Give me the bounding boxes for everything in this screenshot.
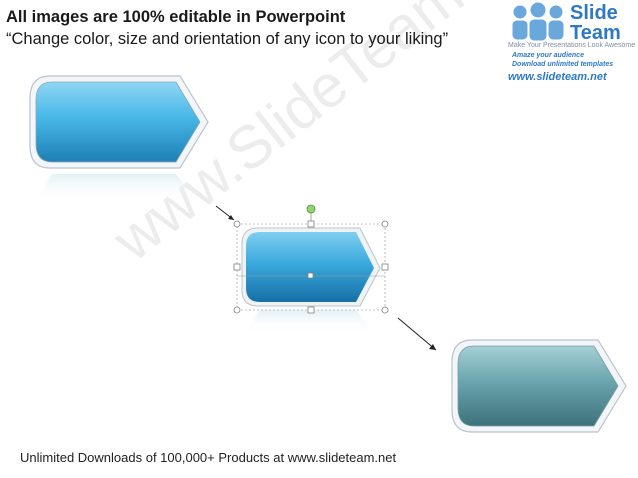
- logo-line-amaze: Amaze your audience: [512, 52, 584, 59]
- shape-center-selected[interactable]: [228, 200, 398, 340]
- logo-line-download: Download unlimited templates: [512, 61, 614, 68]
- slide-title: All images are 100% editable in Powerpoi…: [6, 8, 346, 26]
- footer-text: Unlimited Downloads of 100,000+ Products…: [20, 450, 397, 465]
- slideteam-logo: Slide Team Make Your Presentations Look …: [508, 0, 638, 90]
- logo-tagline: Make Your Presentations Look Awesome: [508, 42, 636, 49]
- shape-bottom-right[interactable]: [450, 338, 636, 458]
- logo-url[interactable]: www.slideteam.net: [508, 71, 607, 83]
- arrow-connector-2: [397, 317, 437, 351]
- rotate-handle-icon[interactable]: [306, 204, 316, 214]
- arrow-connector-1: [215, 205, 235, 221]
- slide-subtitle: “Change color, size and orientation of a…: [6, 30, 449, 48]
- logo-brand-slide: Slide: [570, 2, 618, 24]
- logo-brand-team: Team: [570, 22, 621, 44]
- shape-top-left[interactable]: [28, 74, 214, 204]
- people-group-icon: [511, 1, 565, 42]
